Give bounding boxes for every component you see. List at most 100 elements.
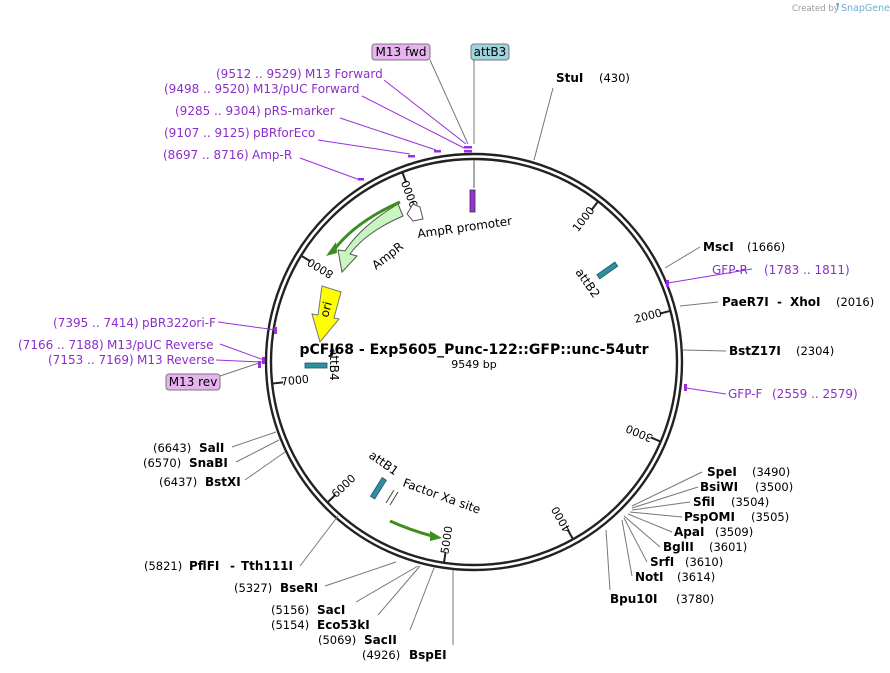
tick-mark-6000 — [326, 494, 337, 504]
leader-stui — [533, 87, 554, 161]
leader-msci — [664, 246, 701, 269]
enzyme-leader-lines — [231, 87, 727, 645]
primer-range-pbr322ori-f: (7395 .. 7414) — [53, 316, 139, 330]
ori-arrow[interactable] — [311, 285, 342, 344]
primer-name-pbr322ori-f[interactable]: pBR322ori-F — [142, 316, 216, 330]
enzyme-pos-srfi: (3610) — [685, 555, 723, 569]
enzyme-name-apai[interactable]: ApaI — [674, 525, 704, 539]
attb1-feature[interactable] — [369, 477, 387, 500]
ampr-arrow[interactable] — [337, 203, 404, 274]
leader-paer7i — [679, 301, 719, 307]
tag-m13-fwd-leader — [429, 59, 469, 145]
leader-noti — [621, 519, 633, 577]
credit-prefix: Created by — [792, 4, 839, 14]
primer-range-amp-r: (8697 .. 8716) — [163, 148, 249, 162]
gfp-orf-arrow — [389, 519, 433, 538]
enzyme-dash-paer7i: - — [777, 295, 782, 309]
primer-range-gfp-f: (2559 .. 2579) — [772, 387, 858, 401]
enzyme-pos-spei: (3490) — [752, 465, 790, 479]
ampr-promoter-arrow[interactable] — [406, 203, 424, 222]
primer-leader-pbr322ori-f — [217, 321, 277, 331]
enzyme-labels: StuI (430) MscI (1666) PaeR7I - XhoI (20… — [143, 71, 874, 662]
enzyme-name-xhoi[interactable]: XhoI — [790, 295, 821, 309]
feature-label-attb1: attB1 — [366, 448, 401, 478]
enzyme-name-stui[interactable]: StuI — [556, 71, 583, 85]
tick-mark-3000 — [650, 436, 662, 443]
enzyme-name-eco53ki[interactable]: Eco53kI — [317, 618, 370, 632]
leader-pspomi — [629, 511, 683, 518]
enzyme-name-bpu10i[interactable]: Bpu10I — [610, 592, 657, 606]
enzyme-name-sfii[interactable]: SfiI — [693, 495, 715, 509]
primer-leader-prs-marker — [339, 117, 437, 151]
tag-m13-rev[interactable]: M13 rev — [165, 373, 221, 391]
enzyme-pos-sfii: (3504) — [731, 495, 769, 509]
tick-label-5000: 5000 — [438, 525, 455, 555]
enzyme-pos-bsiwi: (3500) — [755, 480, 793, 494]
enzyme-name-srfi[interactable]: SrfI — [650, 555, 674, 569]
primer-leader-amp-r — [299, 157, 361, 181]
primer-name-m13-puc-reverse[interactable]: M13/pUC Reverse — [107, 338, 214, 352]
tag-m13-fwd[interactable]: M13 fwd — [371, 43, 431, 61]
primer-name-prs-marker[interactable]: pRS-marker — [264, 104, 335, 118]
feature-label-ampr-promoter: AmpR promoter — [416, 214, 512, 241]
enzyme-name-noti[interactable]: NotI — [635, 570, 664, 584]
enzyme-name-bseri[interactable]: BseRI — [280, 581, 318, 595]
leader-bstz17i — [682, 349, 727, 352]
enzyme-pos-bstxi: (6437) — [159, 475, 197, 489]
enzyme-name-pspomi[interactable]: PspOMI — [684, 510, 735, 524]
enzyme-name-bspei[interactable]: BspEI — [409, 648, 447, 662]
enzyme-name-snabi[interactable]: SnaBI — [189, 456, 228, 470]
attb3-feature[interactable] — [469, 189, 476, 213]
enzyme-name-tth111i[interactable]: Tth111I — [241, 559, 293, 573]
enzyme-pos-bspei: (4926) — [362, 648, 400, 662]
backbone-inner-ring — [269, 157, 679, 567]
tick-mark-9000 — [401, 171, 408, 183]
enzyme-name-bglii[interactable]: BglII — [663, 540, 694, 554]
leader-pflfi — [299, 515, 339, 567]
leader-saci — [355, 565, 419, 603]
primer-name-m13-reverse[interactable]: M13 Reverse — [137, 353, 215, 367]
primer-range-m13-forward: (9512 .. 9529) — [216, 67, 302, 81]
factor-xa-site-mark-a[interactable] — [385, 489, 395, 504]
tick-label-6000: 6000 — [329, 472, 358, 501]
attb4-feature[interactable] — [304, 362, 328, 369]
enzyme-name-pflfi[interactable]: PflFI — [189, 559, 219, 573]
enzyme-name-sacii[interactable]: SacII — [364, 633, 397, 647]
primer-name-pbrforeco[interactable]: pBRforEco — [253, 126, 315, 140]
tick-label-8000: 8000 — [305, 255, 336, 281]
enzyme-dash-pflfi: - — [230, 559, 235, 573]
primer-leader-m13-puc-reverse — [219, 343, 265, 361]
factor-xa-site-mark-b[interactable] — [389, 491, 399, 506]
enzyme-name-spei[interactable]: SpeI — [707, 465, 737, 479]
attb2-feature[interactable] — [596, 261, 619, 280]
enzyme-name-bstz17i[interactable]: BstZ17I — [729, 344, 781, 358]
enzyme-pos-saci: (5156) — [271, 603, 309, 617]
leader-bstxi — [244, 451, 286, 481]
primer-range-pbrforeco: (9107 .. 9125) — [164, 126, 250, 140]
enzyme-name-bstxi[interactable]: BstXI — [205, 475, 241, 489]
leader-sfii — [631, 501, 691, 511]
enzyme-name-msci[interactable]: MscI — [703, 240, 734, 254]
leader-eco53ki — [377, 565, 421, 616]
primer-name-gfp-r[interactable]: GFP-R — [712, 263, 748, 277]
enzyme-name-sali[interactable]: SalI — [199, 441, 224, 455]
leader-srfi — [623, 517, 648, 563]
primer-name-gfp-f[interactable]: GFP-F — [728, 387, 763, 401]
enzyme-pos-msci: (1666) — [747, 240, 785, 254]
enzyme-name-bsiwi[interactable]: BsiWI — [700, 480, 738, 494]
primer-leader-m13-reverse — [215, 359, 263, 363]
primer-name-m13-puc-forward[interactable]: M13/pUC Forward — [253, 82, 360, 96]
enzyme-pos-bstz17i: (2304) — [796, 344, 834, 358]
enzyme-pos-paer7i: (2016) — [836, 295, 874, 309]
primer-name-amp-r[interactable]: Amp-R — [252, 148, 292, 162]
gfp-orf-arrowhead — [430, 531, 442, 541]
leader-bglii — [623, 515, 661, 548]
enzyme-name-paer7i[interactable]: PaeR7I — [722, 295, 769, 309]
enzyme-name-saci[interactable]: SacI — [317, 603, 345, 617]
primer-name-m13-forward[interactable]: M13 Forward — [305, 67, 383, 81]
tick-label-2000: 2000 — [633, 306, 663, 326]
enzyme-pos-sali: (6643) — [153, 441, 191, 455]
tick-mark-2000 — [659, 309, 671, 315]
tag-attb3[interactable]: attB3 — [470, 43, 510, 61]
tick-mark-7000 — [272, 381, 284, 385]
